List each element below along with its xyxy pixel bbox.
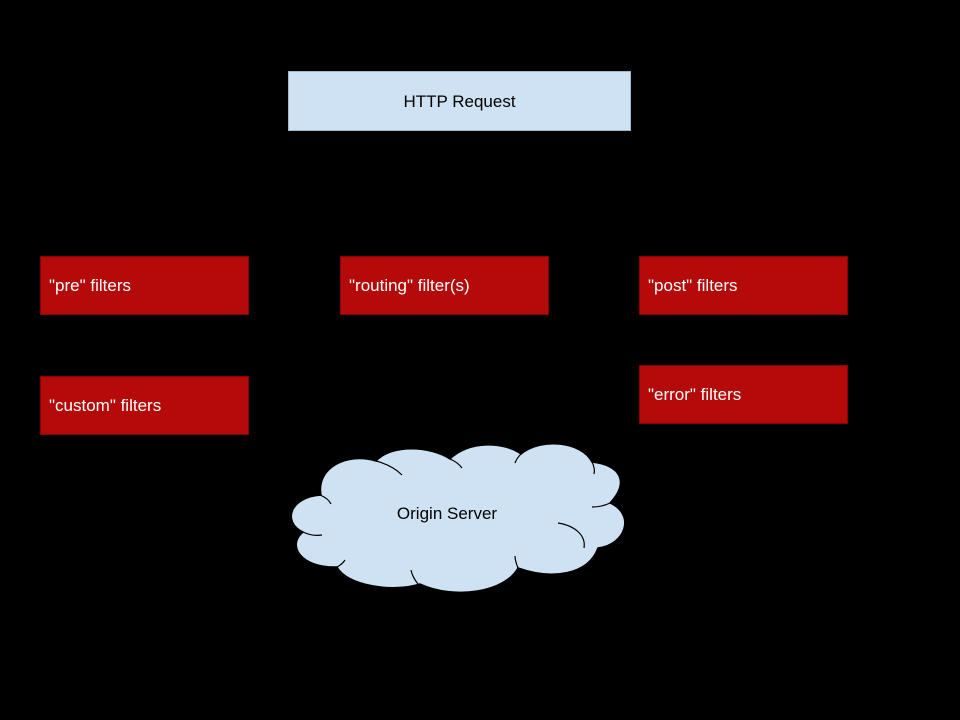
- http-request-label: HTTP Request: [403, 91, 516, 111]
- error-filters-label: "error" filters: [648, 385, 742, 404]
- routing-filters-label: "routing" filter(s): [349, 276, 470, 295]
- routing-filters-box: "routing" filter(s): [340, 256, 549, 315]
- error-filters-box: "error" filters: [639, 365, 848, 424]
- custom-filters-box: "custom" filters: [40, 376, 249, 435]
- post-filters-box: "post" filters: [639, 256, 848, 315]
- origin-server-label: Origin Server: [396, 504, 498, 523]
- pre-filters-box: "pre" filters: [40, 256, 249, 315]
- origin-server-cloud: [290, 442, 626, 594]
- pre-filters-label: "pre" filters: [49, 276, 131, 295]
- post-filters-label: "post" filters: [648, 276, 738, 295]
- http-request-box: HTTP Request: [288, 71, 631, 131]
- custom-filters-label: "custom" filters: [49, 396, 162, 415]
